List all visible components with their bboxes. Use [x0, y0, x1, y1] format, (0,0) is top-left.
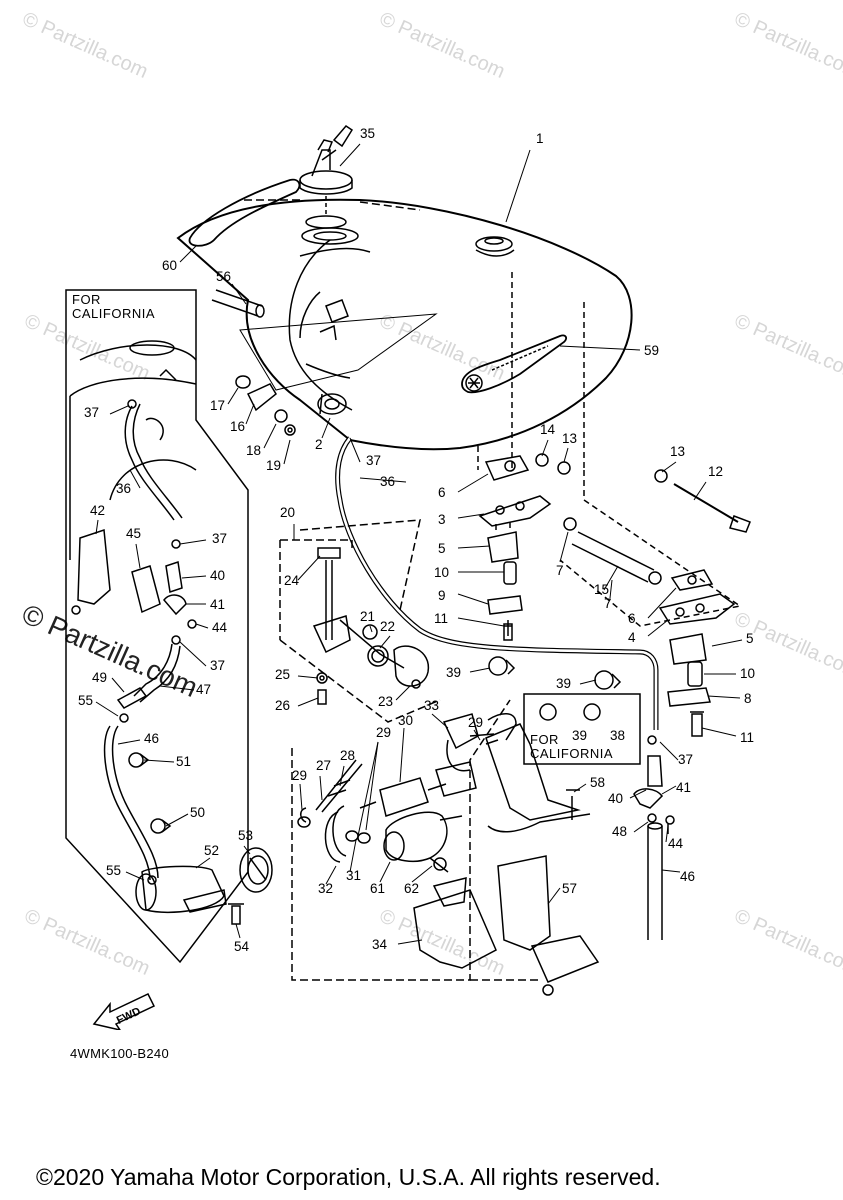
callout-37d: 37 [210, 658, 225, 673]
callout-10b: 10 [740, 666, 755, 681]
callout-6b: 6 [628, 611, 636, 626]
callout-60: 60 [162, 258, 177, 273]
callout-29b: 29 [376, 725, 391, 740]
callout-10: 10 [434, 565, 449, 580]
callout-62: 62 [404, 881, 419, 896]
callout-40: 40 [210, 568, 225, 583]
callout-2: 2 [315, 437, 323, 452]
callout-51: 51 [176, 754, 191, 769]
callout-53: 53 [238, 828, 253, 843]
callout-49: 49 [92, 670, 107, 685]
callout-6: 6 [438, 485, 446, 500]
callout-1: 1 [536, 131, 544, 146]
callout-15: 15 [594, 582, 609, 597]
callout-37: 37 [366, 453, 381, 468]
callout-56: 56 [216, 269, 231, 284]
for-california-label-left: FOR CALIFORNIA [72, 292, 156, 321]
forward-arrow-icon: FWD [92, 990, 162, 1032]
callout-32: 32 [318, 881, 333, 896]
callout-59: 59 [644, 343, 659, 358]
callout-46: 46 [680, 869, 695, 884]
callout-5: 5 [438, 541, 446, 556]
callout-37e: 37 [678, 752, 693, 767]
callout-4: 4 [628, 630, 636, 645]
callout-35: 35 [360, 126, 375, 141]
callout-18: 18 [246, 443, 261, 458]
callout-55b: 55 [106, 863, 121, 878]
callout-47: 47 [196, 682, 211, 697]
callout-3: 3 [438, 512, 446, 527]
callout-7: 7 [556, 563, 564, 578]
callout-14: 14 [540, 422, 556, 437]
callout-44: 44 [212, 620, 228, 635]
callout-11b: 11 [740, 730, 754, 745]
callout-13: 13 [562, 431, 577, 446]
callout-33: 33 [424, 698, 439, 713]
diagram-code: 4WMK100-B240 [70, 1046, 169, 1061]
callout-12: 12 [708, 464, 723, 479]
callout-17: 17 [210, 398, 225, 413]
callout-7b: 7 [604, 596, 612, 611]
callout-29c: 29 [468, 715, 483, 730]
callout-36b: 36 [116, 481, 131, 496]
callout-44b: 44 [668, 836, 684, 851]
for-california-label-right: FOR CALIFORNIA [530, 732, 614, 761]
callout-57: 57 [562, 881, 577, 896]
callout-11: 11 [434, 611, 448, 626]
callout-29: 29 [292, 768, 307, 783]
callout-31: 31 [346, 868, 361, 883]
callout-9: 9 [438, 588, 446, 603]
emblem [461, 334, 567, 394]
callout-45: 45 [126, 526, 141, 541]
callout-50: 50 [190, 805, 205, 820]
callout-21: 21 [360, 609, 375, 624]
callout-58: 58 [590, 775, 605, 790]
callout-16: 16 [230, 419, 245, 434]
callout-34: 34 [372, 937, 388, 952]
callout-8: 8 [744, 691, 752, 706]
tank-pad [188, 178, 301, 247]
callout-61: 61 [370, 881, 385, 896]
callout-23: 23 [378, 694, 393, 709]
callout-26: 26 [275, 698, 290, 713]
callout-22: 22 [380, 619, 395, 634]
callout-37b: 37 [84, 405, 99, 420]
callout-41: 41 [210, 597, 225, 612]
callout-39: 39 [446, 665, 461, 680]
callout-54: 54 [234, 939, 250, 954]
callout-39b: 39 [556, 676, 571, 691]
callout-39c: 39 [572, 728, 587, 743]
callout-25: 25 [275, 667, 290, 682]
callout-42: 42 [90, 503, 105, 518]
fuel-cap [299, 125, 354, 195]
callout-40b: 40 [608, 791, 623, 806]
callout-19: 19 [266, 458, 281, 473]
callout-5b: 5 [746, 631, 754, 646]
callout-13b: 13 [670, 444, 685, 459]
callout-52: 52 [204, 843, 219, 858]
callout-48: 48 [612, 824, 627, 839]
callout-36: 36 [380, 474, 395, 489]
callout-24: 24 [284, 573, 300, 588]
callout-41b: 41 [676, 780, 691, 795]
callout-38: 38 [610, 728, 625, 743]
callout-46b: 46 [144, 731, 159, 746]
copyright-notice: ©2020 Yamaha Motor Corporation, U.S.A. A… [36, 1164, 661, 1190]
callout-55: 55 [78, 693, 93, 708]
fuel-tank [176, 198, 633, 451]
callout-20: 20 [280, 505, 295, 520]
callout-30: 30 [398, 713, 413, 728]
callout-27: 27 [316, 758, 331, 773]
callout-37c: 37 [212, 531, 227, 546]
callout-28: 28 [340, 748, 355, 763]
